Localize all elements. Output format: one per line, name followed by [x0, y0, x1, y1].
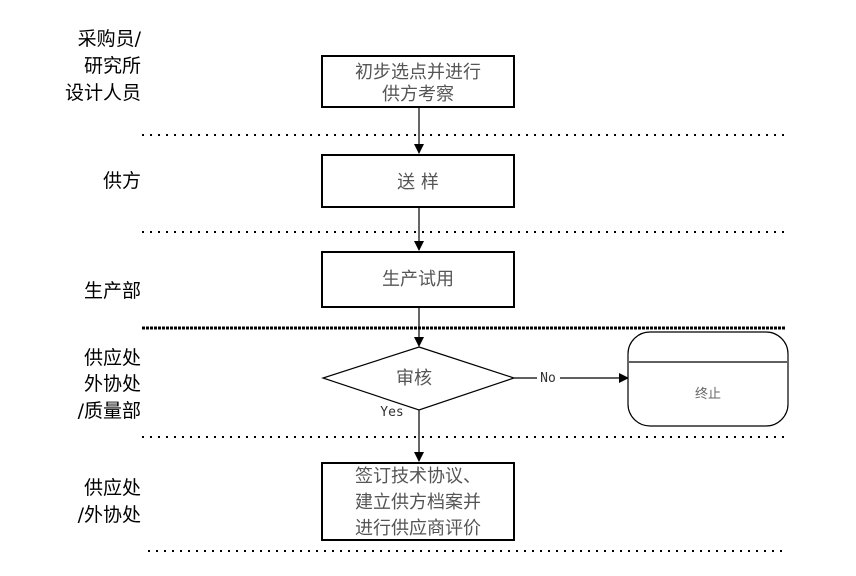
svg-text:采购员/: 采购员/	[78, 28, 142, 50]
no-label: No	[540, 371, 556, 386]
svg-text:供应处: 供应处	[84, 477, 141, 499]
yes-label: Yes	[380, 405, 403, 420]
svg-text:签订技术协议、: 签订技术协议、	[355, 466, 481, 487]
process-box-sign-agreement: 签订技术协议、 建立供方档案并 进行供应商评价	[321, 462, 515, 541]
process-box-send-samples: 送 样	[321, 154, 515, 208]
svg-text:进行供应商评价: 进行供应商评价	[355, 518, 481, 539]
svg-text:外协处: 外协处	[84, 373, 141, 395]
svg-text:终止: 终止	[695, 386, 721, 402]
svg-text:设计人员: 设计人员	[65, 82, 141, 104]
svg-text:供方: 供方	[103, 170, 141, 192]
svg-text:审核: 审核	[396, 368, 432, 389]
svg-text:生产部: 生产部	[84, 280, 141, 302]
lane-label-supply-outsourcing: 供应处 /外协处	[78, 477, 141, 526]
svg-text:供方考察: 供方考察	[382, 84, 454, 105]
lane-label-supply-qa: 供应处 外协处 /质量部	[78, 347, 141, 422]
decision-diamond-review: 审核	[321, 346, 516, 411]
svg-text:送 样: 送 样	[397, 172, 439, 193]
svg-text:生产试用: 生产试用	[382, 269, 454, 290]
svg-text:/质量部: /质量部	[78, 400, 141, 422]
svg-text:供应处: 供应处	[84, 347, 141, 369]
process-box-production-trial: 生产试用	[321, 251, 515, 308]
lane-label-purchaser: 采购员/ 研究所 设计人员	[65, 28, 142, 104]
svg-text:初步选点并进行: 初步选点并进行	[355, 62, 481, 83]
terminator-box: 终止	[627, 331, 789, 427]
process-box-initial-selection: 初步选点并进行 供方考察	[321, 55, 515, 108]
svg-text:建立供方档案并: 建立供方档案并	[355, 492, 481, 513]
lane-label-supplier: 供方	[103, 170, 141, 192]
svg-text:研究所: 研究所	[84, 55, 141, 77]
lane-label-production: 生产部	[84, 280, 141, 302]
svg-text:/外协处: /外协处	[78, 504, 141, 526]
